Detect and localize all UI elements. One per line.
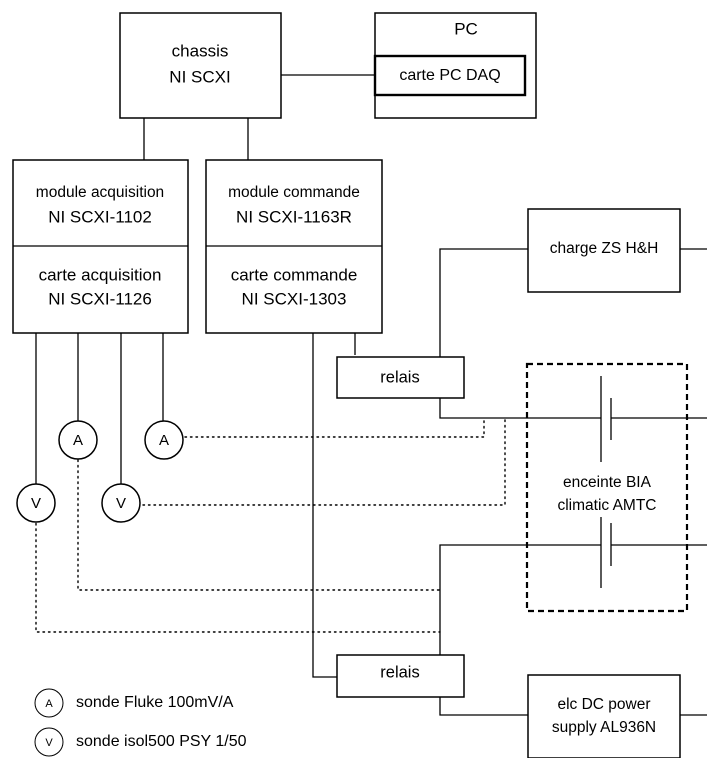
pc-box: PC carte PC DAQ	[373, 12, 537, 119]
command-stack: module commande NI SCXI-1163R carte comm…	[205, 159, 383, 334]
wiring	[35, 74, 707, 716]
voltmeter-probe-1-symbol: V	[31, 495, 41, 512]
legend-ammeter-text: sonde Fluke 100mV/A	[76, 694, 234, 711]
cmd-card-line2: NI SCXI-1303	[242, 289, 347, 308]
enclosure-line2: climatic AMTC	[557, 497, 656, 514]
acq-module-line2: NI SCXI-1102	[48, 207, 152, 226]
voltmeter-probe-1: V	[16, 483, 56, 523]
relay-bottom-label: relais	[380, 663, 419, 681]
legend-voltmeter-symbol: V	[45, 737, 53, 749]
cmd-module-line1: module commande	[228, 184, 360, 201]
relay-top: relais	[336, 356, 465, 399]
acquisition-stack: module acquisition NI SCXI-1102 carte ac…	[12, 159, 189, 334]
relay-bottom: relais	[336, 654, 465, 698]
pc-label: PC	[454, 19, 478, 38]
chassis-line2: NI SCXI	[169, 67, 230, 86]
cmd-card-line1: carte commande	[231, 265, 358, 284]
ammeter-probe-1: A	[58, 420, 98, 460]
acq-module-line1: module acquisition	[36, 184, 164, 201]
acq-card-line2: NI SCXI-1126	[48, 289, 152, 308]
legend-voltmeter-text: sonde isol500 PSY 1/50	[76, 733, 247, 750]
ammeter-probe-1-symbol: A	[73, 432, 83, 449]
acq-card-line1: carte acquisition	[39, 265, 162, 284]
load-box: charge ZS H&H	[527, 208, 681, 293]
cmd-module-line2: NI SCXI-1163R	[236, 207, 352, 226]
power-supply-box: elc DC power supply AL936N	[527, 674, 681, 758]
load-label: charge ZS H&H	[550, 240, 659, 257]
chassis-box: chassis NI SCXI	[119, 12, 282, 119]
ammeter-probe-2-symbol: A	[159, 432, 169, 449]
legend: A sonde Fluke 100mV/A V sonde isol500 PS…	[34, 688, 247, 757]
power-line1: elc DC power	[557, 696, 650, 713]
voltmeter-probe-2: V	[101, 483, 141, 523]
legend-ammeter-symbol: A	[45, 698, 53, 710]
power-line2: supply AL936N	[552, 719, 656, 736]
enclosure-line1: enceinte BIA	[563, 474, 652, 491]
measurement-lines	[35, 417, 506, 633]
climatic-enclosure: enceinte BIA climatic AMTC	[525, 362, 689, 613]
relay-top-label: relais	[380, 368, 419, 386]
daq-card-label: carte PC DAQ	[399, 67, 500, 84]
ammeter-probe-2: A	[144, 420, 184, 460]
chassis-line1: chassis	[172, 41, 229, 60]
voltmeter-probe-2-symbol: V	[116, 495, 126, 512]
daq-card-box	[373, 54, 527, 97]
